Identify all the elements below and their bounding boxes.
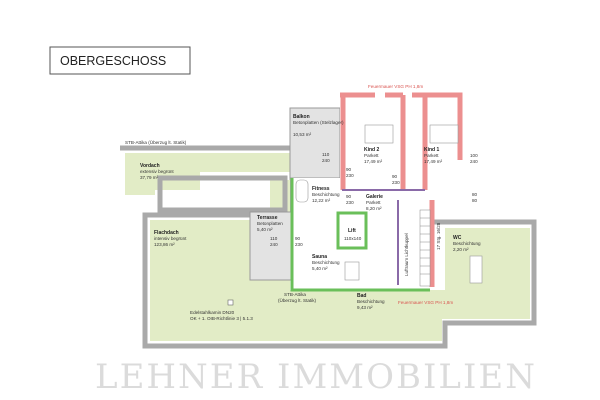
room-label-bad: Bad Beschichtung 9,43 m² (357, 293, 385, 310)
svg-text:80: 80 (472, 192, 478, 197)
room-label-kind1: Kind 1 Parkett 17,49 m² (424, 147, 443, 164)
room-label-wc: WC Beschichtung 2,20 m² (453, 235, 481, 252)
vordach-fill (140, 153, 200, 190)
room-label-lift: Lift 110x140 (344, 228, 362, 241)
room-label-vordach: Vordach extensiv begrünt 37,79 m² (140, 163, 174, 180)
watermark: LEHNER IMMOBILIEN (95, 357, 537, 397)
door-dim-kind2: 90 230 (346, 167, 354, 178)
svg-text:17,49 m²: 17,49 m² (364, 159, 383, 164)
flachdach-area (150, 220, 530, 341)
luftraum-note: Luftraum Lichtkuppel (404, 233, 409, 276)
fire-wall-note-top: Feuermauer VSG PH 1,8m (368, 84, 423, 89)
room-label-sauna: Sauna Beschichtung 5,40 m² (312, 254, 340, 271)
svg-text:110x140: 110x140 (344, 236, 362, 241)
attika-top-note: STB-Attika (Überzug lt. Statik) (125, 139, 187, 145)
svg-text:90: 90 (295, 236, 301, 241)
svg-text:Vordach: Vordach (140, 163, 160, 169)
svg-text:intensiv begrünt: intensiv begrünt (154, 236, 187, 241)
door-dim-balkon: 110 240 (322, 152, 330, 163)
fitness-equipment (295, 179, 309, 203)
svg-text:5,40 m²: 5,40 m² (312, 266, 328, 271)
door-dim-kind1: 90 230 (392, 174, 400, 185)
svg-text:110: 110 (322, 152, 330, 157)
room-label-flachdach: Flachdach intensiv begrünt 123,86 m² (154, 230, 187, 247)
svg-text:Lift: Lift (348, 228, 356, 234)
svg-text:80: 80 (472, 198, 478, 203)
svg-text:10,53 m²: 10,53 m² (293, 132, 312, 137)
svg-text:Flachdach: Flachdach (154, 230, 179, 236)
chimney-note-1: Edelstahlkamin DN20 (190, 310, 235, 315)
room-label-galerie: Galerie Parkett 8,20 m² (366, 194, 383, 211)
svg-text:Beschichtung: Beschichtung (453, 241, 481, 246)
svg-text:230: 230 (346, 173, 354, 178)
svg-text:Betonplatten (Stelzlager): Betonplatten (Stelzlager) (293, 120, 344, 125)
door-dim-sauna: 90 230 (295, 236, 303, 247)
chimney-note-2: OK + 1. OIB-Richtlinie 3 | 5.1.3 (190, 316, 253, 321)
page-title: OBERGESCHOSS (60, 54, 166, 68)
svg-text:90: 90 (346, 167, 352, 172)
room-label-fitness: Fitness Beschichtung 12,22 m² (312, 186, 340, 203)
svg-text:Betonplatten: Betonplatten (257, 221, 283, 226)
svg-text:8,20 m²: 8,20 m² (366, 206, 382, 211)
svg-text:Parkett: Parkett (366, 200, 381, 205)
svg-text:37,79 m²: 37,79 m² (140, 175, 159, 180)
svg-text:240: 240 (322, 158, 330, 163)
inner-parapet (157, 175, 288, 213)
svg-text:240: 240 (270, 242, 278, 247)
svg-text:Parkett: Parkett (424, 153, 439, 158)
svg-text:Sauna: Sauna (312, 254, 327, 260)
chimney-symbol (227, 299, 234, 306)
bathtub (344, 261, 360, 281)
svg-text:Bad: Bad (357, 293, 366, 299)
svg-text:WC: WC (453, 235, 462, 241)
svg-text:Kind 2: Kind 2 (364, 147, 379, 153)
title-box (49, 46, 191, 75)
door-dim-terrasse: 110 240 (270, 236, 278, 247)
lift-shaft (336, 211, 368, 250)
svg-text:90: 90 (392, 174, 398, 179)
room-label-balkon: Balkon Betonplatten (Stelzlager) 10,53 m… (293, 114, 344, 137)
exterior-green-wall (290, 178, 430, 292)
staircase (419, 209, 431, 287)
svg-text:extensiv begrünt: extensiv begrünt (140, 169, 174, 174)
partition-walls (342, 189, 425, 285)
svg-text:Terrasse: Terrasse (257, 215, 278, 221)
svg-text:Beschichtung: Beschichtung (312, 192, 340, 197)
attika-bottom-note-1: STB-Attika (284, 292, 306, 297)
svg-text:100: 100 (470, 153, 478, 158)
svg-text:Fitness: Fitness (312, 186, 330, 192)
svg-text:5,40 m²: 5,40 m² (257, 227, 273, 232)
svg-text:240: 240 (470, 159, 478, 164)
svg-text:Galerie: Galerie (366, 194, 383, 200)
svg-text:230: 230 (346, 200, 354, 205)
room-label-kind2: Kind 2 Parkett 17,49 m² (364, 147, 383, 164)
svg-text:9,43 m²: 9,43 m² (357, 305, 373, 310)
bed-kind2 (364, 124, 394, 144)
svg-text:Beschichtung: Beschichtung (357, 299, 385, 304)
svg-text:2,20 m²: 2,20 m² (453, 247, 469, 252)
svg-text:Kind 1: Kind 1 (424, 147, 439, 153)
svg-text:90: 90 (346, 194, 352, 199)
svg-text:12,22 m²: 12,22 m² (312, 198, 331, 203)
window-dim-wc: 80 80 (472, 192, 478, 203)
bed-kind1 (429, 124, 459, 144)
svg-text:230: 230 (392, 180, 400, 185)
svg-text:Balkon: Balkon (293, 114, 310, 120)
fire-wall-note-bottom: Feuermauer VSG PH 1,8m (398, 300, 453, 305)
attika-bottom-note-2: (Überzug lt. Statik) (278, 297, 317, 303)
svg-text:230: 230 (295, 242, 303, 247)
wc-skylight (469, 255, 483, 284)
stairs-note: 17 Stg. 16/28 (436, 222, 441, 250)
svg-text:Parkett: Parkett (364, 153, 379, 158)
svg-text:Beschichtung: Beschichtung (312, 260, 340, 265)
svg-text:17,49 m²: 17,49 m² (424, 159, 443, 164)
window-dim-kind1: 100 240 (470, 153, 478, 164)
svg-text:123,86 m²: 123,86 m² (154, 242, 175, 247)
svg-text:110: 110 (270, 236, 278, 241)
door-dim-galerie: 90 230 (346, 194, 354, 205)
room-label-terrasse: Terrasse Betonplatten 5,40 m² (257, 215, 283, 232)
